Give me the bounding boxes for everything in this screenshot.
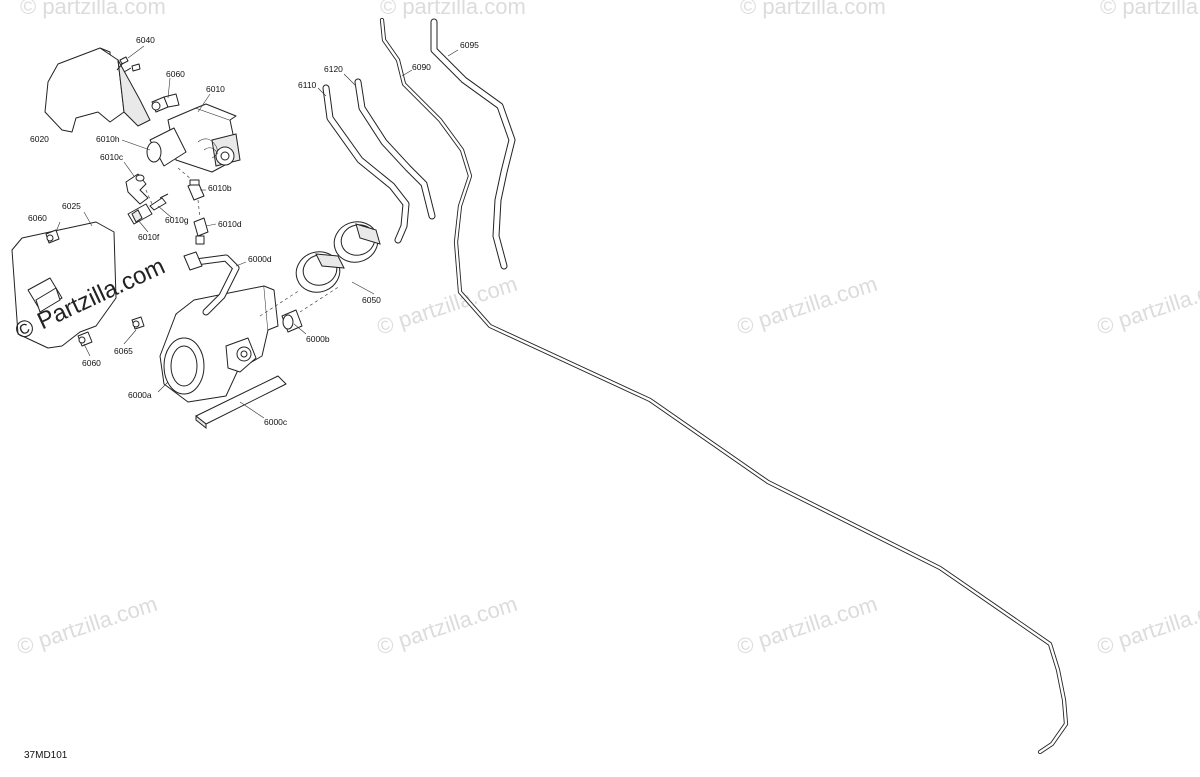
watermark: © partzilla.com xyxy=(1094,271,1200,340)
callout-6120: 6120 xyxy=(324,64,343,74)
callout-6000d: 6000d xyxy=(248,254,272,264)
harness-6000d xyxy=(183,251,240,316)
callout-6090: 6090 xyxy=(412,62,431,72)
watermark: © partzilla.com xyxy=(1094,591,1200,660)
callout-6010: 6010 xyxy=(206,84,225,94)
callout-6095: 6095 xyxy=(460,40,479,50)
bolt-6065 xyxy=(131,316,145,330)
fitting-6010c xyxy=(125,173,149,205)
pad-6000c xyxy=(195,375,287,430)
hose-6095 xyxy=(430,18,516,270)
callout-6000a: 6000a xyxy=(128,390,152,400)
callout-6010f: 6010f xyxy=(138,232,160,242)
screw-6060-top xyxy=(151,93,180,113)
hose-6120 xyxy=(354,78,436,220)
watermark: © partzilla.com xyxy=(740,0,886,19)
pump-6000a xyxy=(159,285,279,403)
fitting-6010g xyxy=(149,193,169,211)
fitting-6010d xyxy=(193,217,209,245)
callout-6020: 6020 xyxy=(30,134,49,144)
screw-6040 xyxy=(116,56,141,73)
callout-labels: 6040 6060 6010 6020 6010h 6010c 6010b 60… xyxy=(28,35,479,427)
bracket-6025 xyxy=(11,221,117,349)
valve-6010 xyxy=(146,103,241,173)
watermark: © partzilla.com xyxy=(380,0,526,19)
callout-6000b: 6000b xyxy=(306,334,330,344)
clamp-6050-a xyxy=(295,251,345,293)
diagram-code: 37MD101 xyxy=(24,750,68,761)
tube-6090 xyxy=(379,17,1069,755)
callout-6065: 6065 xyxy=(114,346,133,356)
callout-6110: 6110 xyxy=(298,80,317,90)
watermark: © partzilla.com xyxy=(20,0,166,19)
callout-6025: 6025 xyxy=(62,201,81,211)
callout-6060: 6060 xyxy=(166,69,185,79)
watermark: © partzilla.com xyxy=(734,271,880,340)
callout-6000c: 6000c xyxy=(264,417,288,427)
screw-6060-bottom xyxy=(77,331,93,347)
callout-6060: 6060 xyxy=(82,358,101,368)
clamp-6050-b xyxy=(333,221,381,263)
callout-6040: 6040 xyxy=(136,35,155,45)
bracket-6020 xyxy=(44,47,151,133)
fitting-6010b xyxy=(187,179,205,201)
callout-6010h: 6010h xyxy=(96,134,120,144)
callout-6050: 6050 xyxy=(362,295,381,305)
watermark: © partzilla.com xyxy=(734,591,880,660)
callout-6010b: 6010b xyxy=(208,183,232,193)
callout-6060: 6060 xyxy=(28,213,47,223)
screw-6060-mid xyxy=(45,229,60,244)
watermark: © partzilla.com xyxy=(14,591,160,660)
callout-6010c: 6010c xyxy=(100,152,124,162)
callout-6010d: 6010d xyxy=(218,219,242,229)
coupler-6000b xyxy=(281,309,303,333)
hose-6110 xyxy=(322,84,410,244)
fitting-6010f xyxy=(127,203,153,225)
watermark: © partzilla.com xyxy=(1100,0,1200,19)
watermark: © partzilla.com xyxy=(374,591,520,660)
leader-lines xyxy=(55,45,459,419)
callout-6010g: 6010g xyxy=(165,215,189,225)
